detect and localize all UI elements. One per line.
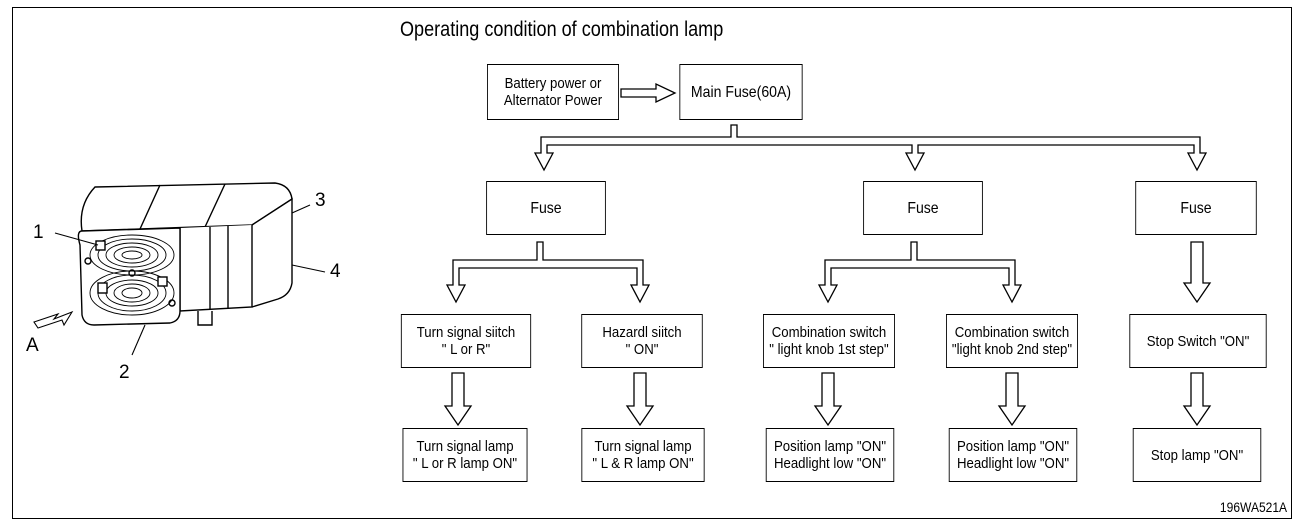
switch-box-stop: Stop Switch "ON" [1129, 314, 1267, 368]
tree-main-fuse [533, 124, 1208, 172]
tree-fuse-left [445, 241, 651, 304]
figure-code: 196WA521A [1219, 499, 1287, 515]
diagram-title: Operating condition of combination lamp [400, 18, 724, 41]
combination-lamp-illustration [33, 182, 326, 356]
arrow-switch-result-2 [625, 372, 655, 427]
switch-box-combination-1st: Combination switch" light knob 1st step" [763, 314, 895, 368]
main-fuse-box: Main Fuse(60A) [679, 64, 803, 120]
fuse-box-3: Fuse [1135, 181, 1257, 235]
tree-fuse-middle [817, 241, 1023, 304]
result-box-position-1: Position lamp "ON"Headlight low "ON" [765, 428, 895, 482]
switch-box-turn-signal: Turn signal siitch" L or R" [400, 314, 532, 368]
figure-frame [12, 7, 1292, 519]
switch-box-hazard: Hazardl siitch" ON" [581, 314, 703, 368]
switch-box-combination-2nd: Combination switch"light knob 2nd step" [946, 314, 1078, 368]
result-box-stop-lamp: Stop lamp "ON" [1132, 428, 1262, 482]
callout-1: 1 [33, 222, 44, 243]
fuse-box-2: Fuse [863, 181, 983, 235]
arrow-switch-result-1 [443, 372, 473, 427]
callout-4: 4 [330, 261, 341, 282]
fuse-box-1: Fuse [486, 181, 606, 235]
result-box-turn-signal: Turn signal lamp" L or R lamp ON" [402, 428, 528, 482]
result-box-position-2: Position lamp "ON"Headlight low "ON" [948, 428, 1078, 482]
result-box-hazard: Turn signal lamp" L & R lamp ON" [581, 428, 705, 482]
arrow-source-to-main [620, 82, 677, 104]
direction-label-a: A [26, 335, 39, 356]
callout-3: 3 [315, 190, 326, 211]
arrow-switch-result-5 [1182, 372, 1212, 427]
arrow-switch-result-4 [997, 372, 1027, 427]
callout-2: 2 [119, 362, 130, 383]
arrow-fuse-right [1182, 241, 1212, 304]
arrow-switch-result-3 [813, 372, 843, 427]
